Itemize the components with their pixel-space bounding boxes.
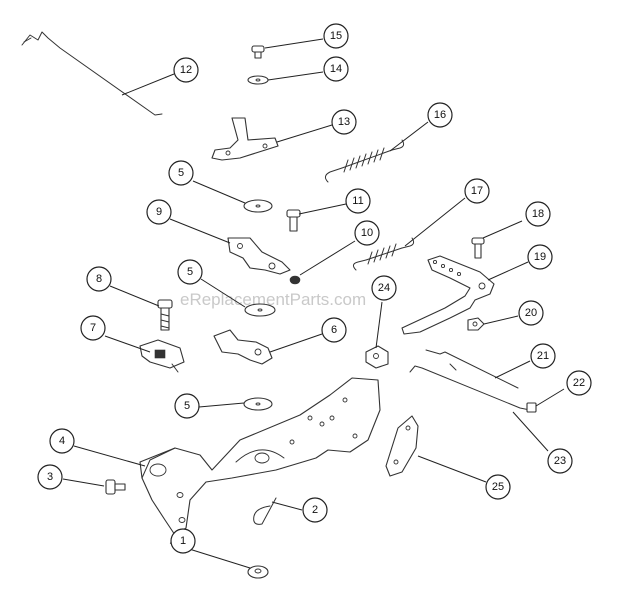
callout-5-bottom: 5 bbox=[174, 393, 200, 419]
callout-22: 22 bbox=[566, 370, 592, 396]
callout-1: 1 bbox=[170, 528, 196, 554]
svg-text:17: 17 bbox=[471, 185, 483, 197]
callout-4: 4 bbox=[49, 428, 75, 454]
part-nut-10 bbox=[289, 275, 301, 285]
part-nut-1 bbox=[247, 565, 269, 579]
svg-text:12: 12 bbox=[180, 64, 192, 76]
part-clamp-7 bbox=[139, 339, 185, 373]
svg-text:18: 18 bbox=[532, 208, 544, 220]
svg-text:7: 7 bbox=[90, 322, 96, 334]
part-clip-22 bbox=[526, 402, 537, 413]
part-clip-24 bbox=[365, 345, 389, 369]
part-screw-15 bbox=[251, 45, 265, 59]
svg-text:6: 6 bbox=[331, 324, 337, 336]
callout-18: 18 bbox=[525, 201, 551, 227]
svg-text:25: 25 bbox=[492, 481, 504, 493]
callout-15: 15 bbox=[323, 23, 349, 49]
callout-20: 20 bbox=[518, 300, 544, 326]
callout-16: 16 bbox=[427, 102, 453, 128]
svg-text:23: 23 bbox=[554, 455, 566, 467]
svg-text:19: 19 bbox=[534, 251, 546, 263]
part-bracket-4 bbox=[139, 377, 381, 536]
part-spring-17 bbox=[352, 237, 415, 271]
svg-text:14: 14 bbox=[330, 63, 342, 75]
callout-7: 7 bbox=[80, 315, 106, 341]
callout-23: 23 bbox=[547, 448, 573, 474]
svg-text:13: 13 bbox=[338, 116, 350, 128]
part-bolt-8 bbox=[157, 299, 173, 331]
part-plate-6 bbox=[213, 329, 273, 365]
callout-8: 8 bbox=[86, 266, 112, 292]
svg-text:11: 11 bbox=[352, 195, 363, 207]
part-washer-14 bbox=[247, 75, 269, 85]
callout-17: 17 bbox=[464, 178, 490, 204]
callout-5-top: 5 bbox=[168, 160, 194, 186]
callout-25: 25 bbox=[485, 474, 511, 500]
callout-2: 2 bbox=[302, 497, 328, 523]
callout-19: 19 bbox=[527, 244, 553, 270]
callout-3: 3 bbox=[37, 464, 63, 490]
part-arm-19 bbox=[401, 255, 495, 335]
part-bolt-3 bbox=[105, 479, 126, 495]
svg-text:1: 1 bbox=[180, 535, 186, 547]
callout-14: 14 bbox=[323, 56, 349, 82]
svg-text:22: 22 bbox=[573, 377, 585, 389]
part-bolt-18 bbox=[471, 237, 485, 259]
svg-text:24: 24 bbox=[378, 282, 390, 294]
svg-text:5: 5 bbox=[187, 266, 193, 278]
callout-5-middle: 5 bbox=[177, 259, 203, 285]
svg-text:8: 8 bbox=[96, 273, 102, 285]
part-nut-20 bbox=[467, 317, 485, 331]
svg-text:5: 5 bbox=[178, 167, 184, 179]
svg-text:9: 9 bbox=[156, 206, 162, 218]
svg-text:2: 2 bbox=[312, 504, 318, 516]
part-plate-25 bbox=[385, 415, 419, 477]
part-bracket-13 bbox=[211, 117, 279, 161]
svg-text:10: 10 bbox=[361, 227, 373, 239]
callout-9: 9 bbox=[146, 199, 172, 225]
svg-text:15: 15 bbox=[330, 30, 342, 42]
svg-text:21: 21 bbox=[537, 350, 549, 362]
part-washer-5b bbox=[244, 303, 276, 317]
part-spring-16 bbox=[324, 139, 405, 183]
callout-12: 12 bbox=[173, 57, 199, 83]
part-lever-9 bbox=[227, 237, 291, 275]
callout-10: 10 bbox=[354, 220, 380, 246]
svg-text:3: 3 bbox=[47, 471, 53, 483]
part-bolt-11 bbox=[286, 209, 301, 232]
part-rod-12 bbox=[21, 31, 163, 116]
callout-6: 6 bbox=[321, 317, 347, 343]
svg-text:4: 4 bbox=[59, 435, 65, 447]
part-cable-21 bbox=[409, 349, 531, 411]
svg-text:16: 16 bbox=[434, 109, 446, 121]
watermark: eReplacementParts.com bbox=[180, 290, 366, 309]
callout-21: 21 bbox=[530, 343, 556, 369]
svg-text:20: 20 bbox=[525, 307, 537, 319]
callout-24: 24 bbox=[371, 275, 397, 301]
part-clip-2 bbox=[253, 497, 277, 525]
part-washer-5c bbox=[243, 397, 273, 411]
part-washer-5a bbox=[243, 199, 273, 213]
svg-text:5: 5 bbox=[184, 400, 190, 412]
callout-13: 13 bbox=[331, 109, 357, 135]
callout-11: 11 bbox=[345, 188, 371, 214]
